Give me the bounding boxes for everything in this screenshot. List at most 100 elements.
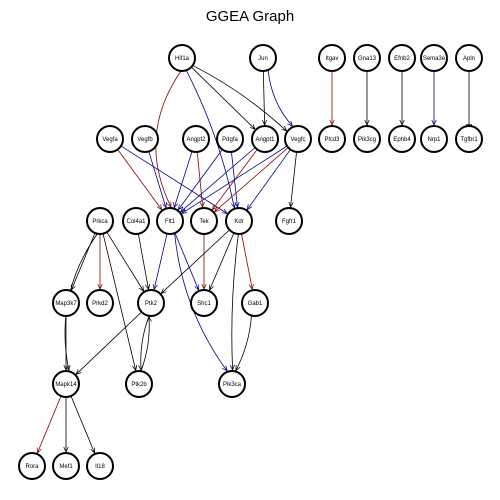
node-tek[interactable]: Tek	[190, 207, 218, 235]
node-mef1[interactable]: Mef1	[52, 452, 80, 480]
node-flt1[interactable]: Flt1	[156, 207, 184, 235]
node-circle[interactable]	[190, 289, 218, 317]
node-label: Vegfa	[102, 137, 118, 143]
node-circle[interactable]	[275, 207, 303, 235]
node-col4a1[interactable]: Col4a1	[122, 207, 150, 235]
node-map3k7[interactable]: Map3k7	[52, 289, 80, 317]
node-circle[interactable]	[182, 125, 210, 153]
node-pik3cg[interactable]: Pik3cg	[353, 125, 381, 153]
node-circle[interactable]	[251, 125, 279, 153]
node-jun[interactable]: Jun	[249, 44, 277, 72]
edge-vegfc-to-tek	[215, 147, 289, 212]
edge-gab1-to-pik3ca	[236, 315, 252, 371]
node-circle[interactable]	[225, 207, 253, 235]
edge-kdr-to-pik3ca	[232, 233, 239, 370]
node-circle[interactable]	[52, 370, 80, 398]
edge-layer	[37, 65, 473, 453]
edge-jun-to-angpt1	[263, 70, 264, 125]
node-ptk2b[interactable]: Ptk2b	[125, 370, 153, 398]
node-circle[interactable]	[318, 44, 346, 72]
edge-mapk14-to-il18	[70, 395, 95, 453]
node-label: Mapk14	[55, 382, 77, 388]
node-angpt1[interactable]: Angpt1	[251, 125, 279, 153]
node-plcd3[interactable]: Plcd3	[318, 125, 346, 153]
node-circle[interactable]	[52, 452, 80, 480]
node-circle[interactable]	[96, 125, 124, 153]
node-circle[interactable]	[86, 207, 114, 235]
edge-vegfc-to-flt1	[182, 145, 288, 213]
node-circle[interactable]	[284, 125, 312, 153]
node-circle[interactable]	[455, 44, 483, 72]
node-gab1[interactable]: Gab1	[241, 289, 269, 317]
node-circle[interactable]	[353, 44, 381, 72]
node-circle[interactable]	[353, 125, 381, 153]
node-circle[interactable]	[388, 125, 416, 153]
node-vegfb[interactable]: Vegfb	[131, 125, 159, 153]
node-rora[interactable]: Rora	[18, 452, 46, 480]
node-circle[interactable]	[122, 207, 150, 235]
edge-kdr-to-gab1	[241, 233, 252, 289]
node-circle[interactable]	[137, 289, 165, 317]
node-circle[interactable]	[86, 289, 114, 317]
edge-angpt1-to-flt1	[181, 147, 256, 211]
node-circle[interactable]	[455, 125, 483, 153]
node-label: Jun	[258, 56, 268, 62]
edge-col4a1-to-ptk2	[137, 233, 148, 289]
node-circle[interactable]	[249, 44, 277, 72]
node-sema3e[interactable]: Sema3e	[420, 44, 448, 72]
node-prkca[interactable]: Prkca	[86, 207, 114, 235]
node-gna13[interactable]: Gna13	[353, 44, 381, 72]
node-circle[interactable]	[125, 370, 153, 398]
node-mapk14[interactable]: Mapk14	[52, 370, 80, 398]
node-label: Itgav	[325, 56, 338, 62]
node-circle[interactable]	[241, 289, 269, 317]
node-circle[interactable]	[318, 125, 346, 153]
node-prkd2[interactable]: Prkd2	[86, 289, 114, 317]
node-label: Map3k7	[55, 301, 77, 307]
edge-vegfc-to-kdr	[247, 149, 291, 210]
edge-vegfa-to-kdr	[120, 145, 227, 214]
node-ephb4[interactable]: Ephb4	[388, 125, 416, 153]
node-label: Vegfc	[290, 137, 305, 143]
edge-angpt2-to-flt1	[174, 151, 193, 207]
node-circle[interactable]	[218, 370, 246, 398]
node-circle[interactable]	[156, 207, 184, 235]
node-shc1[interactable]: Shc1	[190, 289, 218, 317]
node-ptk2[interactable]: Ptk2	[137, 289, 165, 317]
node-label: Ephb4	[393, 137, 411, 143]
node-apln[interactable]: Apln	[455, 44, 483, 72]
node-vegfc[interactable]: Vegfc	[284, 125, 312, 153]
node-label: Rora	[25, 464, 39, 470]
node-circle[interactable]	[420, 44, 448, 72]
node-circle[interactable]	[420, 125, 448, 153]
edge-ptk2-to-mapk14	[76, 311, 142, 374]
node-circle[interactable]	[18, 452, 46, 480]
node-label: Shc1	[197, 301, 211, 307]
node-label: Prkd2	[92, 301, 108, 307]
node-itgav[interactable]: Itgav	[318, 44, 346, 72]
node-pdgfa[interactable]: Pdgfa	[216, 125, 244, 153]
node-label: Pik3cg	[358, 137, 376, 143]
node-circle[interactable]	[52, 289, 80, 317]
node-circle[interactable]	[168, 44, 196, 72]
node-vegfa[interactable]: Vegfa	[96, 125, 124, 153]
node-kdr[interactable]: Kdr	[225, 207, 253, 235]
node-circle[interactable]	[86, 452, 114, 480]
node-tgfbr1[interactable]: Tgfbr1	[455, 125, 483, 153]
node-label: Prkca	[92, 219, 108, 225]
node-pik3ca[interactable]: Pik3ca	[218, 370, 246, 398]
edge-flt1-to-ptk2	[154, 233, 168, 290]
node-circle[interactable]	[388, 44, 416, 72]
node-angpt2[interactable]: Angpt2	[182, 125, 210, 153]
node-il18[interactable]: Il18	[86, 452, 114, 480]
node-circle[interactable]	[190, 207, 218, 235]
node-fgfr1[interactable]: Fgfr1	[275, 207, 303, 235]
node-circle[interactable]	[131, 125, 159, 153]
node-efnb2[interactable]: Efnb2	[388, 44, 416, 72]
node-circle[interactable]	[216, 125, 244, 153]
node-nrp1[interactable]: Nrp1	[420, 125, 448, 153]
node-label: Fgfr1	[282, 219, 297, 225]
node-hif1a[interactable]: Hif1a	[168, 44, 196, 72]
